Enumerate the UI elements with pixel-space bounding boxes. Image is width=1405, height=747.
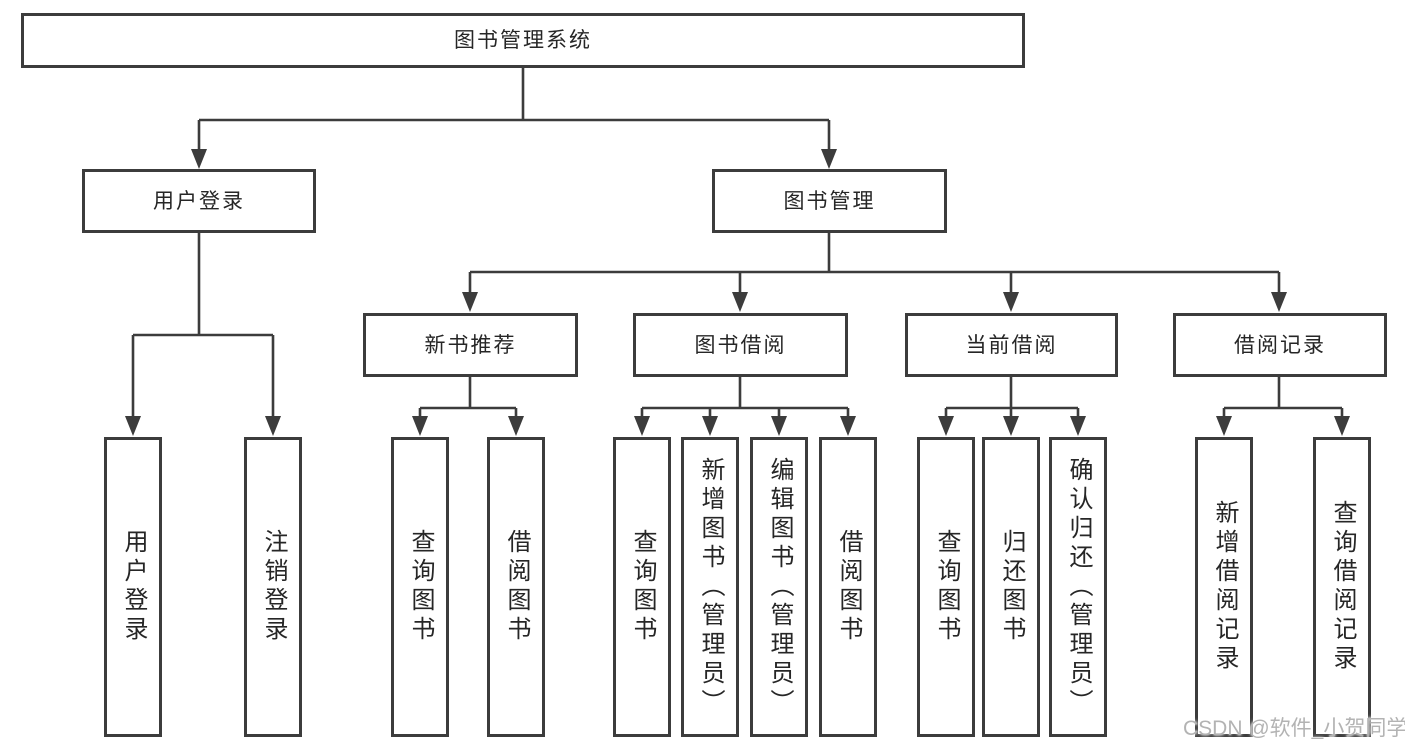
leaf-add-book-admin: 新增图书（管理员） xyxy=(681,437,739,737)
csdn-watermark: CSDN @软件_小贺同学 xyxy=(1183,717,1405,740)
leaf-borrow-books-borrowing: 借阅图书 xyxy=(819,437,877,737)
leaf-add-borrow-record: 新增借阅记录 xyxy=(1195,437,1253,737)
leaf-edit-book-admin: 编辑图书（管理员） xyxy=(750,437,808,737)
leaf-query-books-borrowing: 查询图书 xyxy=(613,437,671,737)
leaf-confirm-return-admin: 确认归还（管理员） xyxy=(1049,437,1107,737)
leaf-query-borrow-record: 查询借阅记录 xyxy=(1313,437,1371,737)
leaf-borrow-books-recommend: 借阅图书 xyxy=(487,437,545,737)
node-user-login-branch: 用户登录 xyxy=(82,169,316,233)
node-library-system-root: 图书管理系统 xyxy=(21,13,1025,68)
node-new-book-recommend: 新书推荐 xyxy=(363,313,578,377)
node-book-borrowing: 图书借阅 xyxy=(633,313,848,377)
leaf-query-books-current: 查询图书 xyxy=(917,437,975,737)
node-current-borrowing: 当前借阅 xyxy=(905,313,1118,377)
node-borrowing-records: 借阅记录 xyxy=(1173,313,1387,377)
leaf-return-book: 归还图书 xyxy=(982,437,1040,737)
leaf-logout: 注销登录 xyxy=(244,437,302,737)
leaf-user-login: 用户登录 xyxy=(104,437,162,737)
leaf-query-books-recommend: 查询图书 xyxy=(391,437,449,737)
node-book-management-branch: 图书管理 xyxy=(712,169,947,233)
